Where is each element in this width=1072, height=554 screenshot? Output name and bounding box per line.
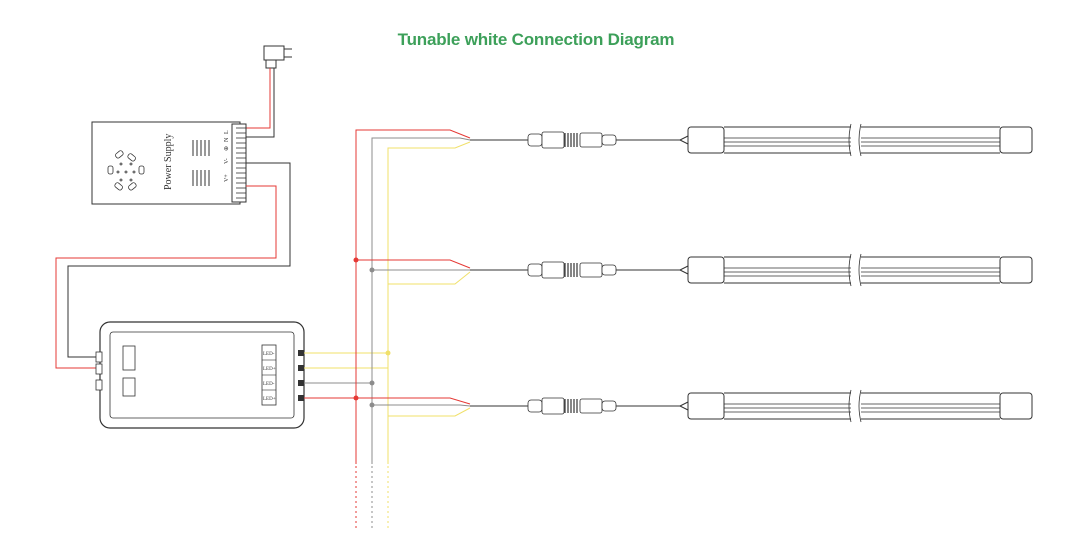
led-strips	[470, 123, 1033, 423]
bus-wires	[355, 129, 471, 528]
strip-2-led-strip	[687, 253, 1033, 287]
strip-1-connector	[527, 131, 617, 149]
power-supply-label: Power Supply	[163, 134, 174, 190]
branch-wires	[356, 259, 471, 417]
dc-wires	[55, 162, 291, 369]
terminal-label-ground: ⊕	[224, 146, 230, 151]
output-label-4: LED+	[263, 397, 276, 402]
fan-vent-icon	[107, 150, 145, 191]
strip-3-led-strip	[687, 389, 1033, 423]
output-label-1: LED-	[263, 352, 275, 357]
strip-2-assembly	[470, 253, 1033, 287]
terminal-label-l: L	[224, 130, 230, 134]
ac-plug	[263, 45, 292, 69]
output-label-2: LED+	[263, 367, 276, 372]
controller: LED- LED+ LED- LED+	[95, 321, 305, 429]
controller-output-wires	[304, 352, 388, 399]
strip-1-led-strip	[687, 123, 1033, 157]
psu-terminal-block	[231, 123, 247, 203]
power-supply: Power Supply L N ⊕ V- V+	[91, 121, 247, 205]
strip-3-connector	[527, 397, 617, 415]
ac-wires	[246, 68, 275, 138]
output-label-3: LED-	[263, 382, 275, 387]
vent-slots	[192, 140, 210, 186]
diagram-title: Tunable white Connection Diagram	[397, 30, 675, 49]
terminal-label-vplus: V+	[224, 174, 230, 182]
terminal-label-vminus: V-	[224, 158, 230, 164]
strip-1-assembly	[470, 123, 1033, 157]
strip-2-connector	[527, 261, 617, 279]
terminal-label-n: N	[224, 137, 230, 142]
strip-3-assembly	[470, 389, 1033, 423]
